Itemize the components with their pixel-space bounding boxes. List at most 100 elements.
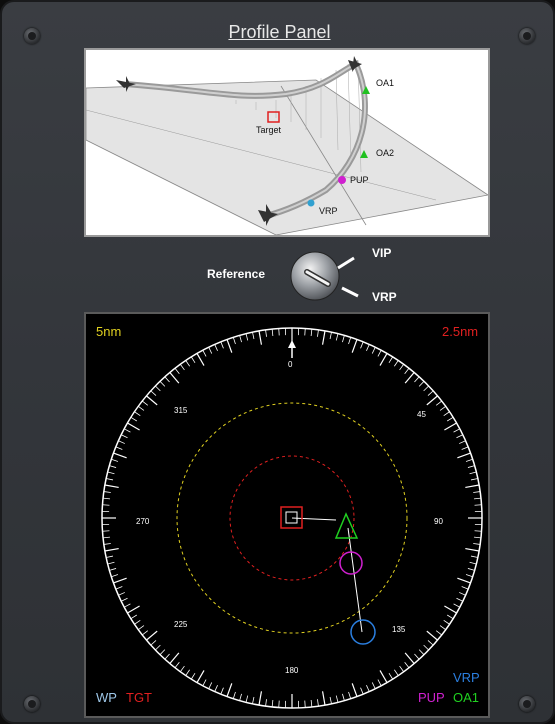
reference-option-vrp[interactable]: VRP: [372, 290, 397, 304]
compass-tick: [104, 484, 119, 489]
label-pup: PUP: [350, 175, 369, 185]
compass-tick: [423, 385, 429, 392]
compass-rose: [101, 327, 483, 709]
compass-tick: [418, 649, 425, 655]
compass-tick: [130, 614, 138, 620]
compass-tick: [371, 682, 376, 689]
compass-tick: [342, 335, 345, 343]
target-marker: [267, 111, 280, 123]
compass-tick: [427, 640, 434, 646]
compass-tick: [465, 458, 473, 462]
compass-tick: [239, 335, 242, 343]
compass-tick: [265, 699, 267, 707]
range-ring-outer: [176, 402, 408, 634]
compass-tick: [394, 360, 399, 367]
compass-tick: [465, 547, 480, 552]
compass-tick: [317, 329, 319, 337]
compass-tick: [366, 344, 370, 351]
compass-tick: [360, 341, 364, 349]
compass-tick: [360, 687, 364, 695]
compass-tick: [208, 682, 213, 689]
compass-tick: [124, 428, 131, 433]
compass-tick: [465, 484, 480, 489]
compass-tick: [404, 372, 415, 384]
range-outer-label: 5nm: [96, 324, 122, 339]
oa2-marker: [360, 150, 368, 158]
aircraft-icon-top: [348, 56, 362, 72]
compass-tick: [104, 547, 119, 552]
legend-wp: WP: [96, 690, 117, 705]
label-oa1: OA1: [376, 78, 395, 88]
compass-ring: [101, 327, 483, 709]
aircraft-icon-end: [258, 204, 278, 226]
compass-tick: [467, 465, 475, 468]
compass-tick: [142, 630, 149, 636]
compass-tick: [377, 679, 382, 686]
compass-tick: [220, 341, 224, 349]
compass-tick: [335, 695, 339, 703]
compass-tick: [102, 497, 111, 500]
screw-top-right: [519, 28, 535, 44]
compass-tick: [121, 597, 128, 602]
compass-tick: [196, 353, 205, 366]
compass-tick: [127, 605, 140, 614]
legend-pup: PUP: [418, 690, 445, 705]
compass-tick: [179, 364, 185, 371]
compass-tick: [113, 452, 127, 459]
compass-tick: [271, 328, 274, 337]
compass-tick: [457, 452, 471, 459]
compass-tick: [443, 620, 450, 625]
compass-tick: [134, 620, 141, 625]
compass-tick: [388, 672, 394, 680]
compass-tick: [446, 614, 454, 620]
compass-tick: [351, 683, 358, 697]
reference-option-vip[interactable]: VIP: [372, 246, 392, 260]
compass-tick: [134, 411, 141, 416]
compass-tick: [258, 691, 263, 706]
heading-135: 135: [392, 625, 406, 634]
radar-display: 5nm 2.5nm 0 45 90 135 180 225 270 315 WP…: [84, 312, 490, 718]
compass-tick: [169, 652, 180, 664]
compass-tick: [138, 625, 145, 631]
compass-tick: [473, 543, 481, 545]
compass-tick: [109, 568, 117, 571]
label-oa2: OA2: [376, 148, 395, 158]
compass-tick: [473, 497, 482, 500]
compass-tick: [106, 555, 114, 558]
compass-tick: [271, 699, 274, 708]
compass-tick: [310, 699, 313, 708]
radar-oa1-marker: [334, 512, 359, 539]
compass-tick: [465, 574, 473, 578]
compass-tick: [150, 640, 157, 646]
reference-knob[interactable]: [282, 242, 352, 317]
compass-tick: [146, 395, 158, 406]
compass-tick: [335, 333, 339, 341]
compass-tick: [202, 679, 207, 686]
compass-tick: [444, 605, 457, 614]
legend-tgt: TGT: [126, 690, 152, 705]
compass-tick: [379, 353, 388, 366]
compass-tick: [265, 329, 267, 337]
compass-tick: [155, 385, 161, 392]
compass-tick: [439, 625, 446, 631]
compass-tick: [461, 446, 469, 450]
compass-tick: [348, 337, 352, 345]
compass-tick: [106, 478, 114, 481]
compass-tick: [399, 364, 405, 371]
compass-tick: [226, 339, 233, 353]
compass-tick: [321, 330, 326, 345]
heading-0: 0: [288, 360, 293, 369]
compass-tick: [404, 652, 415, 664]
compass-tick: [174, 368, 180, 375]
compass-tick: [190, 356, 196, 364]
compass-tick: [118, 592, 125, 596]
compass-tick: [414, 653, 420, 660]
heading-270: 270: [136, 517, 150, 526]
legend-oa1: OA1: [453, 690, 480, 705]
compass-tick: [371, 347, 376, 354]
profile-curtain: [235, 59, 362, 173]
compass-tick: [111, 574, 119, 578]
compass-tick: [435, 400, 442, 406]
compass-tick: [214, 344, 218, 351]
compass-tick: [164, 653, 170, 660]
